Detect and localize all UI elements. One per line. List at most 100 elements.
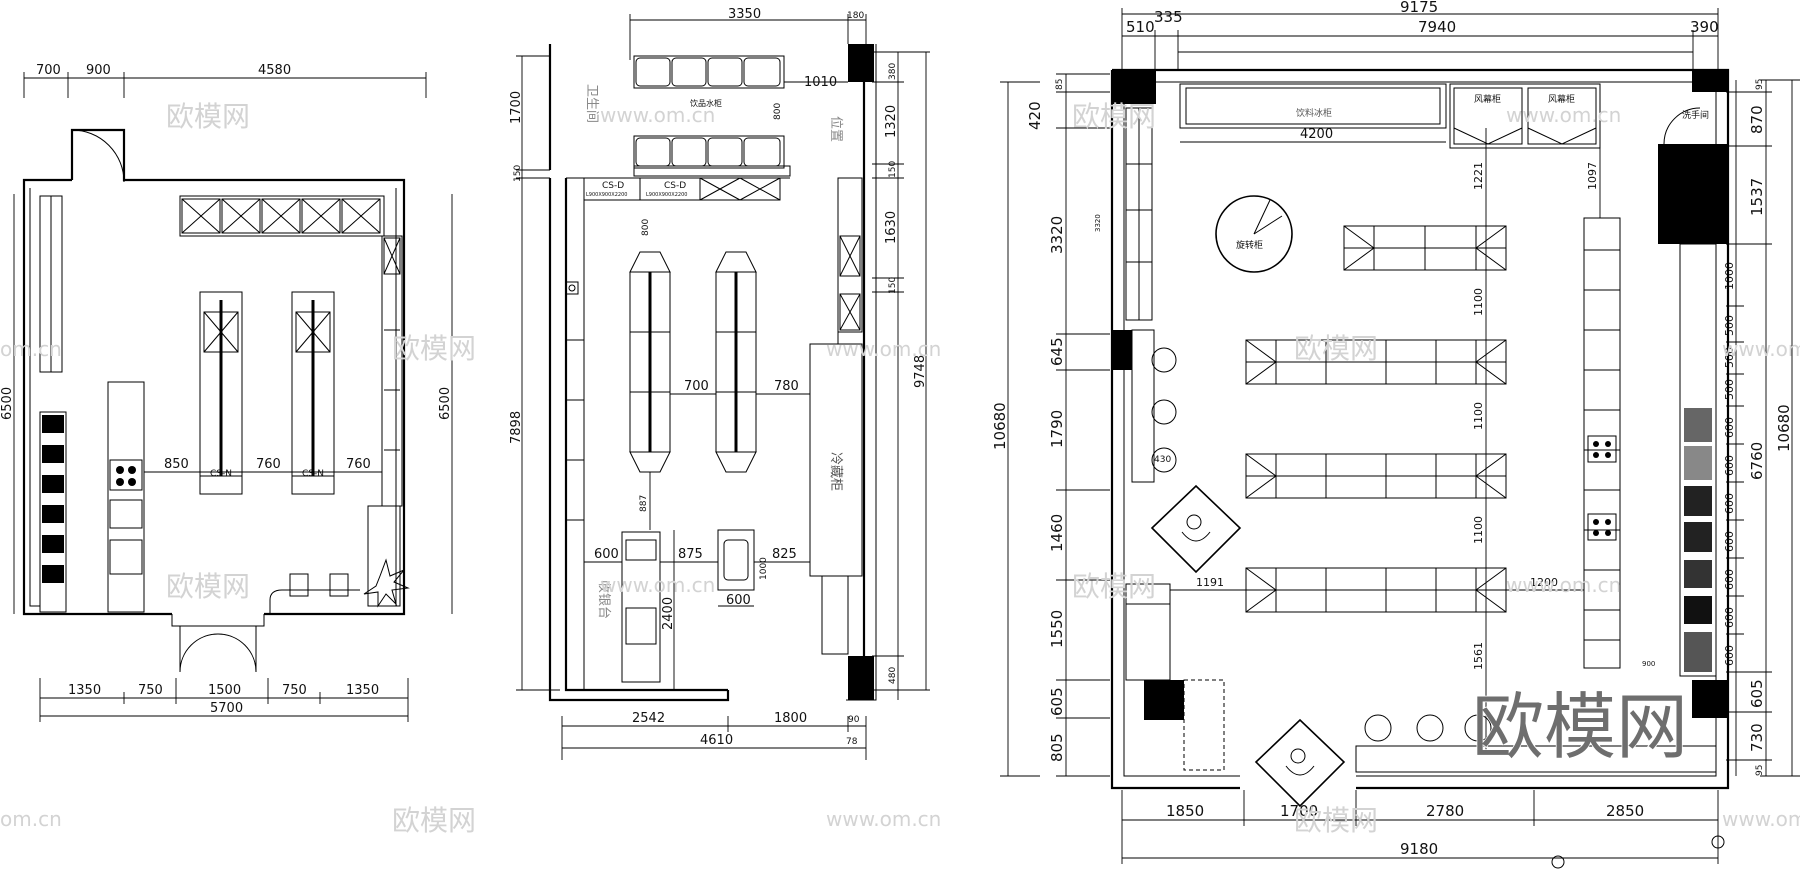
watermark-brand-big: 欧模网 (1472, 685, 1688, 769)
plan-c-column-ml (1112, 330, 1132, 370)
plan-c-right-wall-equipment (1679, 243, 1717, 677)
watermark-url-1: www.om.cn (600, 103, 715, 127)
watermark-brand-4: 欧模网 (392, 804, 476, 837)
watermark-brand-5: 欧模网 (1072, 100, 1156, 133)
watermark-brand-8: 欧模网 (1294, 804, 1378, 837)
plan-a-right-shelves (381, 235, 403, 507)
plan-c-left-dim-1: 85 (1055, 79, 1065, 90)
plan-c-gondola-2 (1245, 339, 1507, 385)
watermark-url-4: www.om.cn (826, 807, 941, 831)
plan-b-aisle-780: 780 (774, 379, 799, 394)
plan-b-right-dim-5: 150 (888, 277, 898, 294)
plan-c-vent-label-1: 风幕柜 (1474, 93, 1501, 105)
plan-b-bottom-small: 78 (846, 737, 858, 747)
plan-a-counter (107, 381, 145, 613)
plan-b-right-dim-4: 1630 (884, 211, 899, 244)
plan-a-aisle-dim-2: 760 (256, 457, 281, 472)
plan-c-right-dim-9: 600 (1723, 455, 1736, 476)
plan-c-right-dim-16: 605 (1748, 679, 1766, 708)
plan-c-axis-marker-2 (1711, 835, 1725, 849)
watermark-brand-7: 欧模网 (1072, 570, 1156, 603)
watermark-brand-6: 欧模网 (1294, 332, 1378, 365)
plan-c-right-dim-2: 870 (1748, 105, 1766, 134)
plan-b-code-1: L900X900X2200 (586, 192, 627, 198)
plan-a-wall-outer (70, 128, 406, 616)
plan-a-right-dim: 6500 (438, 387, 453, 420)
watermark-url-6: www.om.cn (1506, 573, 1621, 597)
plan-c-left-dim-7: 1550 (1048, 610, 1066, 648)
plan-c-top-dim-4: 390 (1690, 18, 1719, 36)
plan-b-column-bottom (848, 656, 874, 700)
plan-a-left-dim: 6500 (0, 387, 15, 420)
plan-c-dim-1100-1: 1100 (1472, 288, 1485, 316)
plan-c-left-total: 10680 (991, 402, 1009, 450)
plan-b-dim-800a: 800 (773, 103, 783, 120)
plan-b-right-dim-2: 1320 (884, 105, 899, 138)
plan-b-position-label: 位置 (828, 116, 843, 142)
plan-b-dim-887: 887 (639, 495, 649, 512)
plan-c-stool-3 (1464, 714, 1492, 742)
plan-b-fridge-label: 冷藏柜 (828, 452, 843, 491)
plan-c-right-total: 10680 (1775, 404, 1793, 452)
plan-c-dim-3320-small: 3320 (1094, 214, 1102, 232)
plan-c-left-dim-9: 805 (1048, 733, 1066, 762)
watermark-url-partial-1: om.cn (0, 337, 62, 361)
plan-c-bottom-counter (1355, 745, 1717, 773)
watermark-url-partial-2: om.cn (0, 807, 62, 831)
plan-c-vent-label-2: 风幕柜 (1548, 93, 1575, 105)
watermark-url-8: www.om.cn (1722, 807, 1800, 831)
watermark-brand-3: 欧模网 (166, 570, 250, 603)
plan-c-dim-1221: 1221 (1472, 162, 1485, 190)
plan-c-left-dim-8: 605 (1048, 687, 1066, 716)
plan-c-bottom-dim-3: 2780 (1426, 802, 1464, 820)
plan-b-top-dim: 3350 (728, 7, 761, 22)
plan-a-top-dim-1: 700 (36, 63, 61, 78)
watermark-url-5: www.om.cn (1506, 103, 1621, 127)
plan-c-bar-counter-left (1131, 329, 1155, 483)
plan-b-tag-csd-1: CS-D (602, 181, 624, 191)
plan-a-shelf-tag-2: CS-N (302, 469, 324, 479)
plan-c-right-dim-8: 600 (1723, 417, 1736, 438)
plan-b-left-dim-1: 1700 (509, 91, 524, 124)
plan-b-dim-1010: 1010 (804, 75, 837, 90)
plan-c-right-dim-13: 600 (1723, 607, 1736, 628)
plan-c-top-dim-2: 335 (1154, 8, 1183, 26)
plan-b-cashier-counter (621, 531, 661, 683)
plan-b-column-top (848, 44, 874, 82)
plan-c-dim-1200: 1200 (1530, 576, 1558, 589)
plan-c: 9175 510 335 7940 390 10680 85 420 3320 … (991, 0, 1800, 869)
plan-c-right-dim-5: 500 (1723, 315, 1736, 336)
plan-c-bottom-left-counter (1125, 583, 1171, 681)
plan-c-drinks-cabinet (1179, 83, 1447, 129)
plan-c-wash-label: 洗手间 (1682, 109, 1709, 121)
plan-a-bottom-dim-5: 1350 (346, 683, 379, 698)
plan-c-dim-1191: 1191 (1196, 576, 1224, 589)
plan-b-bottom-total: 4610 (700, 733, 733, 748)
plan-b-bottom-dim-3: 90 (848, 715, 860, 725)
plan-c-left-dim-3: 3320 (1048, 216, 1066, 254)
plan-c-left-dim-4: 645 (1048, 337, 1066, 366)
plan-b-bottom-dim-1: 2542 (632, 711, 665, 726)
plan-a-bottom-dim-4: 750 (282, 683, 307, 698)
watermark-url-3: www.om.cn (600, 573, 715, 597)
plan-b-dim-600-island: 600 (726, 593, 751, 608)
plan-a-gondola-1 (199, 291, 243, 495)
plan-a-plant (363, 558, 410, 608)
plan-a-gondola-2 (291, 291, 335, 495)
plan-b-left-wall-panels (565, 200, 585, 690)
watermark-url-2: www.om.cn (826, 337, 941, 361)
plan-c-top-total: 9175 (1400, 0, 1438, 16)
plan-a-shelf-tag-1: CS-N (210, 469, 232, 479)
plan-a-bottom-dim-2: 750 (138, 683, 163, 698)
plan-c-dim-1561: 1561 (1472, 642, 1485, 670)
plan-c-stool-1 (1364, 714, 1392, 742)
plan-b-left-dim-2: 150 (513, 165, 523, 182)
plan-a: 700 900 4580 6500 6500 (0, 63, 453, 722)
plan-c-dim-1100-2: 1100 (1472, 402, 1485, 430)
plan-c-left-dim-6: 1460 (1048, 514, 1066, 552)
plan-c-dim-1097: 1097 (1586, 162, 1599, 190)
plan-c-column-tl (1112, 70, 1156, 104)
plan-c-right-dim-15: 6760 (1748, 442, 1766, 480)
plan-c-washroom-block (1658, 144, 1728, 244)
